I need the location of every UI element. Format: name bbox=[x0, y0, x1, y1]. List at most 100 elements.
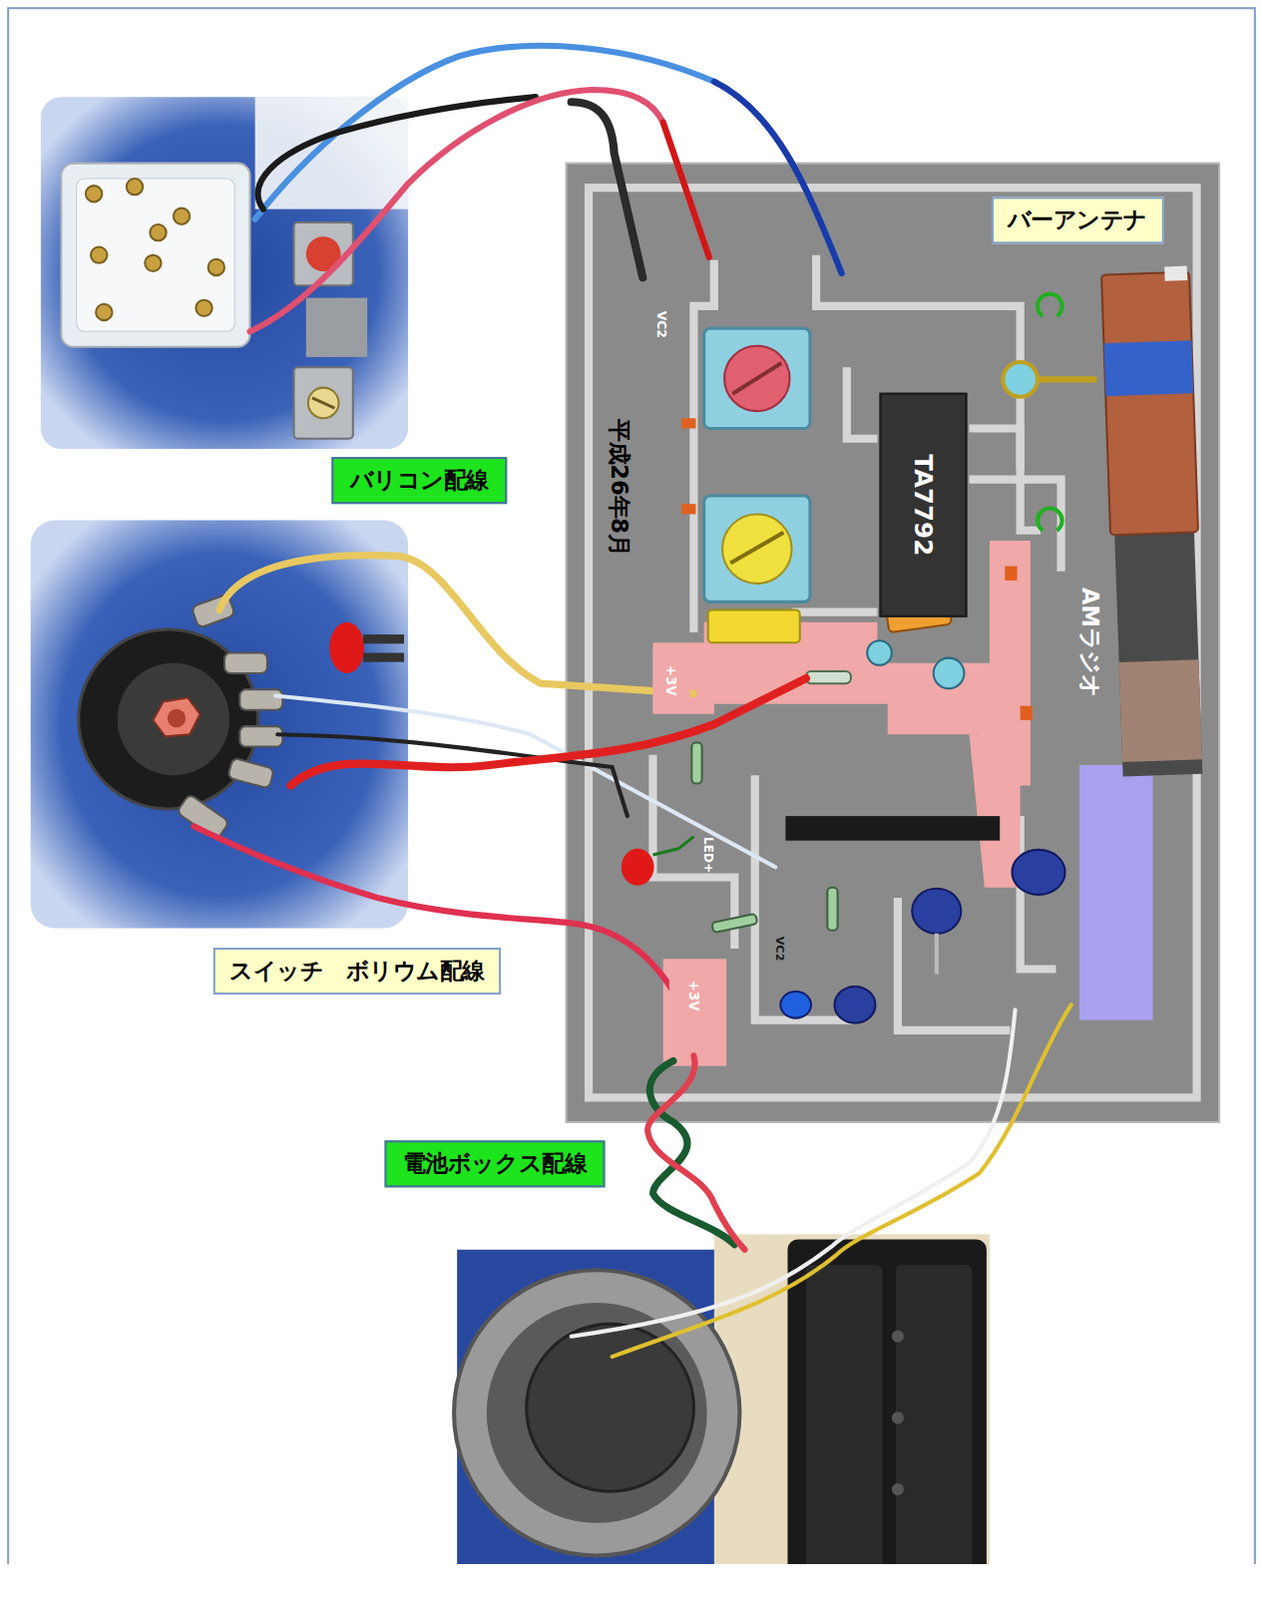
speaker-battery-photo-part bbox=[714, 1234, 990, 1565]
bar-antenna-part bbox=[1164, 266, 1188, 282]
volume-switch-photo-part-part bbox=[239, 726, 283, 747]
wires-part bbox=[714, 81, 842, 274]
variable-capacitor-photo-part-part bbox=[85, 185, 102, 202]
bar-antenna-part bbox=[1103, 340, 1194, 397]
variable-capacitor-photo-part-part bbox=[173, 208, 190, 225]
pcb-board-part bbox=[1037, 508, 1063, 531]
speaker-battery-photo-part bbox=[787, 1240, 986, 1565]
variable-capacitor-photo bbox=[40, 96, 409, 449]
variable-capacitor-photo-part bbox=[294, 367, 354, 439]
volume-switch-photo bbox=[30, 520, 409, 929]
pcb-board-part bbox=[785, 816, 1000, 841]
variable-capacitor-photo-part-part bbox=[149, 224, 166, 241]
wires-part bbox=[663, 122, 710, 258]
volume-switch-photo-part bbox=[152, 697, 200, 737]
wires bbox=[193, 45, 1071, 1357]
caption-box: 電池ボックス配線 bbox=[385, 1140, 606, 1188]
speaker-battery-photo-part bbox=[526, 1323, 695, 1492]
volume-switch-photo-part-part bbox=[239, 689, 283, 710]
pcb-board-part-part bbox=[755, 775, 857, 1020]
pcb-board-part-part bbox=[846, 367, 878, 439]
pcb-board-part bbox=[681, 503, 696, 514]
board-title: AMラジオ bbox=[1074, 587, 1106, 698]
caption-box: スイッチ ボリウム配線 bbox=[213, 947, 501, 995]
volume-switch-photo-part bbox=[167, 709, 186, 728]
wires-part bbox=[219, 555, 695, 695]
variable-capacitor-photo-part bbox=[60, 163, 250, 348]
wires-part bbox=[290, 678, 806, 786]
wires-part bbox=[193, 826, 674, 992]
volume-switch-photo-part bbox=[363, 634, 405, 644]
wires-part bbox=[258, 96, 536, 209]
page-root: バーアンテナバリコン配線 TA7792 +3V スイッチ ボリウム配線 +3V 電池ボック… bbox=[0, 0, 1261, 1565]
pcb-board-part bbox=[1011, 849, 1065, 895]
pcb-board-part bbox=[704, 328, 811, 428]
volume-switch-photo-part-part bbox=[224, 652, 268, 673]
power-pad: +3V bbox=[652, 648, 690, 712]
variable-capacitor-photo-part bbox=[308, 388, 340, 420]
part-label: VC2 bbox=[773, 936, 787, 962]
variable-capacitor-photo-part bbox=[306, 298, 368, 358]
pcb-board-part bbox=[911, 888, 961, 934]
wires-part bbox=[571, 1009, 1016, 1336]
pcb-board-part bbox=[1004, 566, 1017, 581]
pcb-board-part bbox=[866, 640, 892, 666]
variable-capacitor-photo-part bbox=[312, 398, 335, 409]
node-text: スイッチ ボリウム配線 bbox=[229, 955, 485, 987]
bar-antenna-part bbox=[1101, 272, 1199, 536]
pcb-board-part bbox=[652, 837, 694, 855]
node-text: バーアンテナ bbox=[1007, 205, 1148, 237]
variable-capacitor-photo-part-part bbox=[126, 178, 143, 195]
bar-antenna-part bbox=[1119, 659, 1203, 763]
pcb-board-part bbox=[934, 933, 939, 975]
pcb-board-part bbox=[722, 513, 793, 584]
pcb-board-part bbox=[711, 913, 758, 933]
pcb-board-part bbox=[691, 742, 702, 784]
variable-capacitor-photo-part-part bbox=[90, 246, 107, 263]
pcb-board-part bbox=[827, 887, 838, 931]
node-text: TA7792 bbox=[908, 453, 938, 556]
variable-capacitor-photo-part-part bbox=[195, 300, 212, 317]
wires-part bbox=[250, 89, 710, 332]
board-date: 平成26年8月 bbox=[602, 419, 634, 556]
node-text: +3V bbox=[686, 980, 702, 1012]
speaker-battery-photo-part bbox=[891, 1330, 904, 1343]
pcb-board-part bbox=[835, 986, 876, 1024]
speaker-battery-photo-part bbox=[891, 1483, 904, 1496]
caption-box: バリコン配線 bbox=[331, 456, 507, 504]
pcb-board-part bbox=[621, 848, 655, 886]
pcb-board-part bbox=[732, 363, 782, 395]
wires-part bbox=[277, 734, 628, 817]
variable-capacitor-photo-part-part bbox=[144, 255, 161, 272]
pcb-board-part bbox=[1002, 362, 1038, 398]
variable-capacitor-photo-part bbox=[85, 178, 225, 321]
pcb-board-part bbox=[806, 671, 851, 684]
pcb-board-part bbox=[681, 418, 696, 428]
power-pad: +3V bbox=[669, 966, 719, 1024]
volume-switch-photo-part bbox=[363, 652, 405, 662]
caption-box: バーアンテナ bbox=[991, 196, 1165, 244]
volume-switch-photo-part-part bbox=[227, 758, 275, 790]
speaker-battery-photo-part bbox=[895, 1264, 973, 1565]
node-text: 電池ボックス配線 bbox=[403, 1149, 587, 1181]
pcb-board-part bbox=[1037, 294, 1063, 317]
node-text: バリコン配線 bbox=[350, 464, 489, 496]
pcb-board-part bbox=[1020, 706, 1033, 721]
pcb-board-part bbox=[724, 346, 790, 412]
variable-capacitor-photo-part bbox=[76, 178, 236, 332]
part-label: VC2 bbox=[654, 311, 669, 339]
bar-antenna-part bbox=[1114, 528, 1203, 777]
node-text: +3V bbox=[663, 665, 679, 697]
pcb-board-part bbox=[708, 610, 801, 644]
wires-part bbox=[275, 695, 776, 867]
pcb-board-part bbox=[780, 991, 812, 1019]
pcb-board-part bbox=[1038, 376, 1097, 383]
pcb-board-part bbox=[652, 255, 1061, 1031]
wires-part bbox=[255, 45, 842, 274]
speaker-battery-photo bbox=[453, 1234, 990, 1565]
bar-antenna bbox=[1101, 266, 1208, 778]
variable-capacitor-photo-part bbox=[40, 96, 409, 449]
speaker-battery-photo-part bbox=[806, 1264, 883, 1565]
pcb-board-part bbox=[704, 495, 811, 602]
page-frame bbox=[7, 7, 1256, 1565]
